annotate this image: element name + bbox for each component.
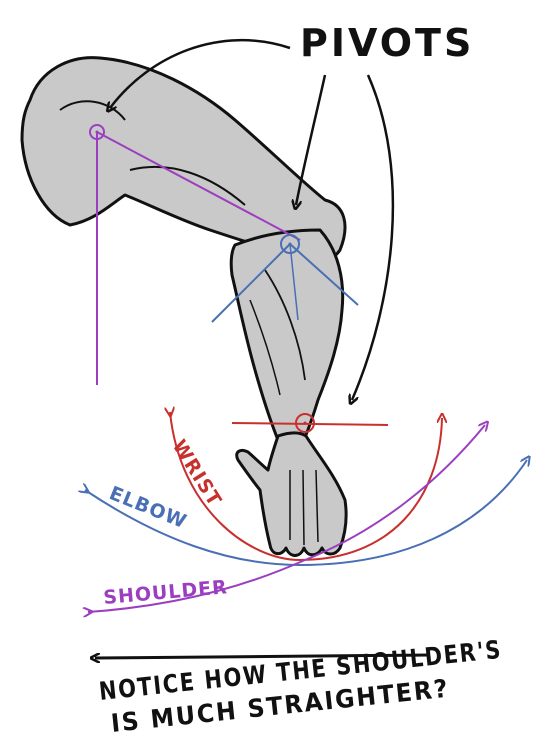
pivots-arrow-shoulder: [110, 39, 291, 108]
pivots-label: PIVOTS: [300, 21, 474, 65]
hand-shape: [235, 431, 348, 557]
shoulder-arc: [88, 425, 485, 612]
pivots-arrow-wrist: [352, 74, 395, 400]
shoulder-label: SHOULDER: [103, 576, 229, 609]
deltoid-line: [59, 100, 126, 121]
bicep-line: [129, 166, 246, 206]
forearm-shape: [229, 228, 345, 442]
wrist-pivot: [231, 413, 389, 433]
arm-illustration: [20, 56, 348, 557]
pivots-arrow-elbow: [296, 74, 327, 205]
wrist-label: WRIST: [168, 436, 226, 511]
note-arrow: [95, 655, 431, 658]
elbow-pivot: [211, 234, 359, 323]
forearm-muscle-line: [264, 269, 306, 381]
forearm-tendon-line: [249, 299, 281, 396]
shoulder-pivot: [89, 124, 301, 385]
